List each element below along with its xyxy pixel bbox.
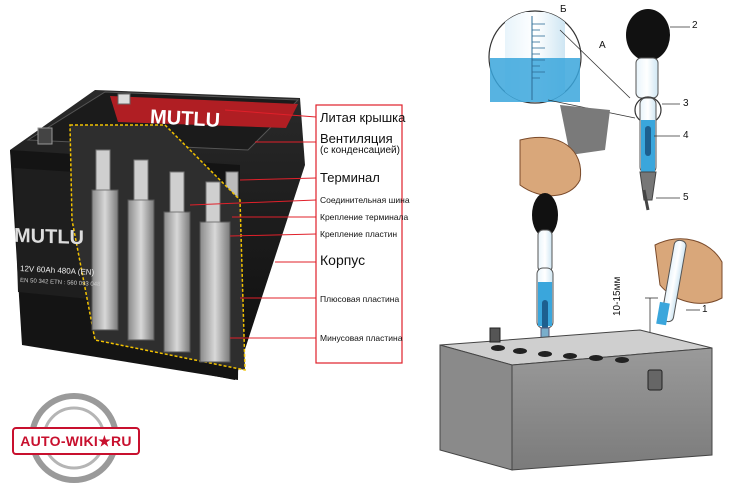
label-ventilation: Вентиляция (320, 131, 393, 146)
label-plate-mount: Крепление пластин (320, 229, 398, 239)
magnified-scale (488, 10, 636, 119)
label-B: Б (560, 4, 567, 15)
plate-stack (91, 149, 231, 363)
battery-brand-front: MUTLU (14, 224, 84, 250)
watermark-logo: AUTO-WIKI★RU (12, 427, 140, 455)
battery-cutaway (10, 90, 305, 380)
label-4: 4 (683, 130, 689, 141)
label-1: 1 (702, 304, 708, 315)
label-terminal: Терминал (320, 170, 380, 185)
negative-terminal (37, 127, 53, 145)
hydrometer-detail (626, 9, 690, 211)
label-3: 3 (683, 98, 689, 109)
label-5: 5 (683, 192, 689, 203)
hand-right-with-tube (645, 238, 723, 341)
battery-brand-lid: MUTLU (149, 106, 221, 132)
label-ventilation-note: (с конденсацией) (320, 145, 400, 156)
label-case: Корпус (320, 252, 366, 268)
gray-battery-box (439, 327, 713, 471)
label-frame (189, 104, 403, 364)
label-terminal-mount: Крепление терминала (320, 212, 409, 222)
label-A: А (599, 40, 606, 51)
label-gap-10-15mm: 10-15мм (612, 276, 623, 316)
label-negative-plate: Минусовая пластина (320, 333, 403, 343)
label-cast-lid: Литая крышка (320, 110, 406, 125)
hand-left-with-hydrometer (519, 105, 610, 361)
label-positive-plate: Плюсовая пластина (320, 294, 400, 304)
label-2: 2 (692, 20, 698, 31)
label-connector-bar: Соединительная шина (320, 195, 410, 205)
